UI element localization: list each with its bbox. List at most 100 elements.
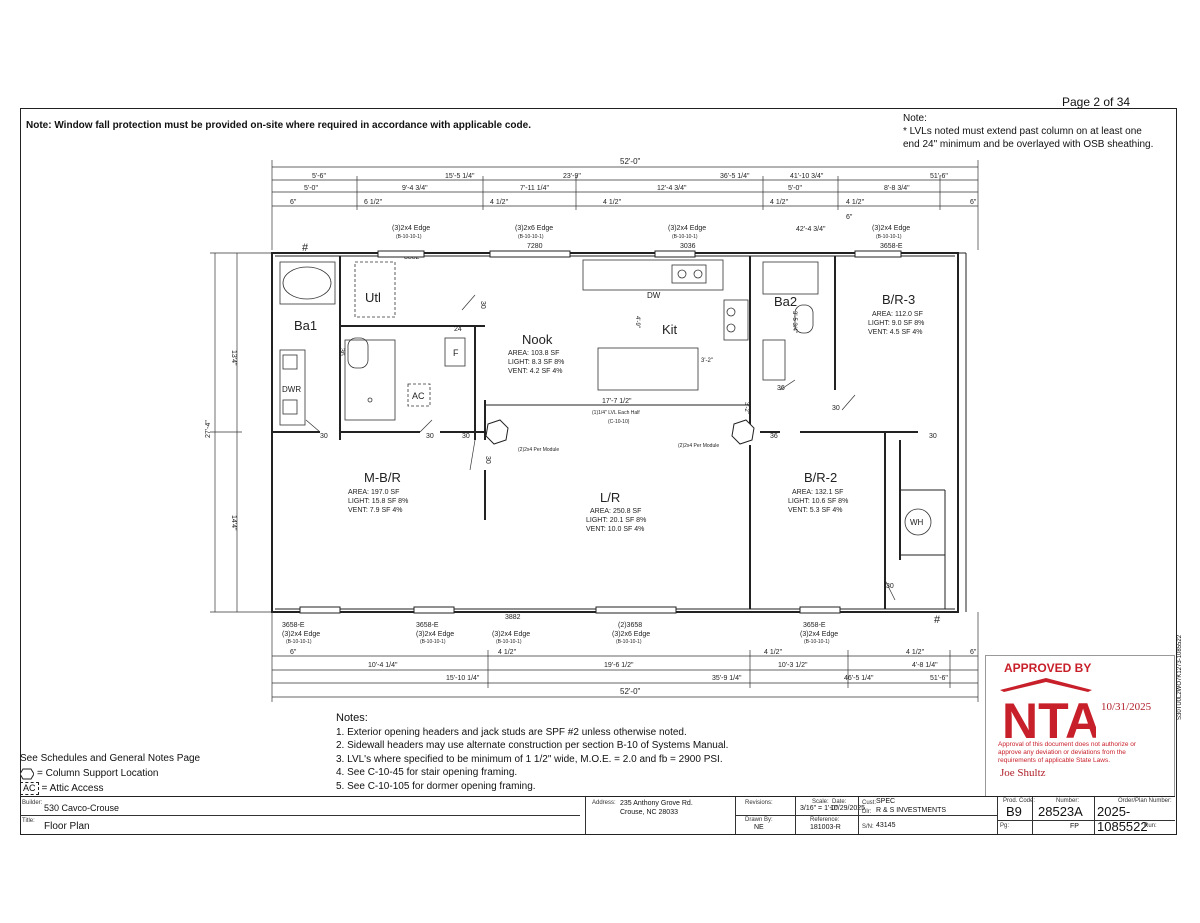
bottom-dim: 6" [290,649,297,656]
lr-light: LIGHT: 20.1 SF 8% [586,517,646,524]
vanity-ba2 [762,339,786,381]
br3-area: AREA: 112.0 SF [872,311,923,318]
bottom-dim: 4'-8 1/4" [912,662,938,669]
shower [344,339,396,421]
legend-column-label: = Column Support Location [37,768,159,779]
toilet-ba2 [794,304,814,334]
door-size: 36 [338,348,345,356]
left-dim: 27'-4" [205,420,212,438]
legend-attic-label: = Attic Access [41,783,104,794]
header-label: (3)2x6 Edge [515,225,553,232]
bottom-dim: 4 1/2" [906,649,925,656]
top-dim: 36'-5 1/4" [720,173,750,180]
lvl-note: Note: * LVLs noted must extend past colu… [903,112,1153,151]
washer [354,261,396,318]
door-size: 30 [320,433,328,440]
address-line-1: 235 Anthony Grove Rd. [620,800,693,807]
window-code: 3658-E [880,243,903,250]
room-ac: AC [412,391,425,401]
top-dim: 6" [970,199,977,206]
br3-vent: VENT: 4.5 SF 4% [868,329,922,336]
lvl-note-line-1: * LVLs noted must extend past column on … [903,126,1142,137]
legend-column: = Column Support Location [20,766,200,781]
header-ref: (B-10-10-1) [496,639,522,645]
top-dim: 4 1/2" [846,199,865,206]
fixtures [279,259,932,536]
room-kit: Kit [662,322,678,337]
top-dim: 15'-5 1/4" [445,173,475,180]
header-ref: (B-10-10-1) [420,639,446,645]
hexagon-icon [20,768,34,779]
top-windows [377,250,902,258]
reference-value: 181003-R [810,824,841,831]
address-line-2: Crouse, NC 28033 [620,809,678,816]
builder-label: Builder: [22,800,43,806]
title-block: Builder: 530 Cavco-Crouse Title: Floor P… [20,796,1175,834]
bottom-dim: 6" [970,649,977,656]
header-ref: (B-10-10-1) [616,639,642,645]
vanity-ba1 [279,349,306,426]
legend: See Schedules and General Notes Page = C… [20,751,200,796]
legend-attic: AC = Attic Access [20,781,200,796]
run-label: Run: [1144,823,1157,829]
pg-label: Pg: [1000,823,1010,829]
top-dim: 5'-0" [304,185,318,192]
mbr-light: LIGHT: 15.8 SF 8% [348,498,408,505]
interior-walls [272,256,946,609]
beam-span: 17'-7 1/2" [602,398,632,405]
top-dim: 42'-4 3/4" [796,226,826,233]
door-size: 30 [929,433,937,440]
closet [444,337,466,367]
room-br3: B/R-3 [882,292,915,307]
water-heater [904,508,932,536]
window-code: 3658-E [282,622,305,629]
room-ba1: Ba1 [294,318,317,333]
revisions-label: Revisions: [745,800,773,806]
br2-light: LIGHT: 10.6 SF 8% [788,498,848,505]
top-dim: 4 1/2" [770,199,789,206]
door-size: 30 [484,456,491,464]
lr-area: AREA: 250.8 SF [590,508,641,515]
tub-ba1 [279,261,336,305]
header-ref: (B-10-10-1) [518,234,544,240]
beam-ref: (C-10-10) [608,419,630,425]
approval-stamp: APPROVED BY NTA 10/31/2025 Approval of t… [985,655,1175,797]
mbr-vent: VENT: 7.9 SF 4% [348,507,402,514]
door-size: 30 [832,405,840,412]
hash-mark-icon: # [934,614,941,626]
room-nook: Nook [522,332,553,347]
pg-value: FP [1070,823,1079,830]
room-mbr: M-B/R [364,470,401,485]
window-code: 3882 [505,614,521,621]
builder-value: 530 Cavco-Crouse [44,803,120,813]
nook-light: LIGHT: 8.3 SF 8% [508,359,564,366]
header-label: (3)2x4 Edge [282,631,320,638]
stamp-approved: APPROVED BY [1004,661,1092,675]
top-overall-dim: 52'-0" [620,157,641,166]
bottom-windows [299,606,841,614]
top-dim: 4 1/2" [603,199,622,206]
hash-mark-icon: # [302,242,309,254]
cust-label: Cust: [862,800,877,806]
header-label: (3)2x4 Edge [668,225,706,232]
header-ref: (B-10-10-1) [876,234,902,240]
kitchen-sink [671,264,707,284]
date-value: 10/29/2025 [830,805,866,812]
logo-text: NTA [1002,693,1096,742]
side-code: S30TU0L2WO7K1273-1085522 [1177,634,1183,720]
top-dim: 6" [290,199,297,206]
lr-vent: VENT: 10.0 SF 4% [586,526,644,533]
note-item: 3. LVL's where specified to be minimum o… [336,753,723,765]
mbr-area: AREA: 197.0 SF [348,489,399,496]
kitchen-counter [582,259,724,291]
stamp-disclaimer: Approval of this document does not autho… [998,741,1137,764]
bottom-dim: 15'-10 1/4" [446,675,480,682]
prod-code-value: B9 [1006,804,1022,819]
sn-label: S/N: [862,824,874,830]
fall-protection-note: Note: Window fall protection must be pro… [26,120,531,131]
kit-dim: 4'-9" [634,316,640,328]
room-dw: DW [647,291,661,300]
header-label: (3)2x6 Edge [612,631,650,638]
header-ref: (B-10-10-1) [672,234,698,240]
lvl-note-line-2: end 24" minimum and be overlayed with OS… [903,139,1154,150]
